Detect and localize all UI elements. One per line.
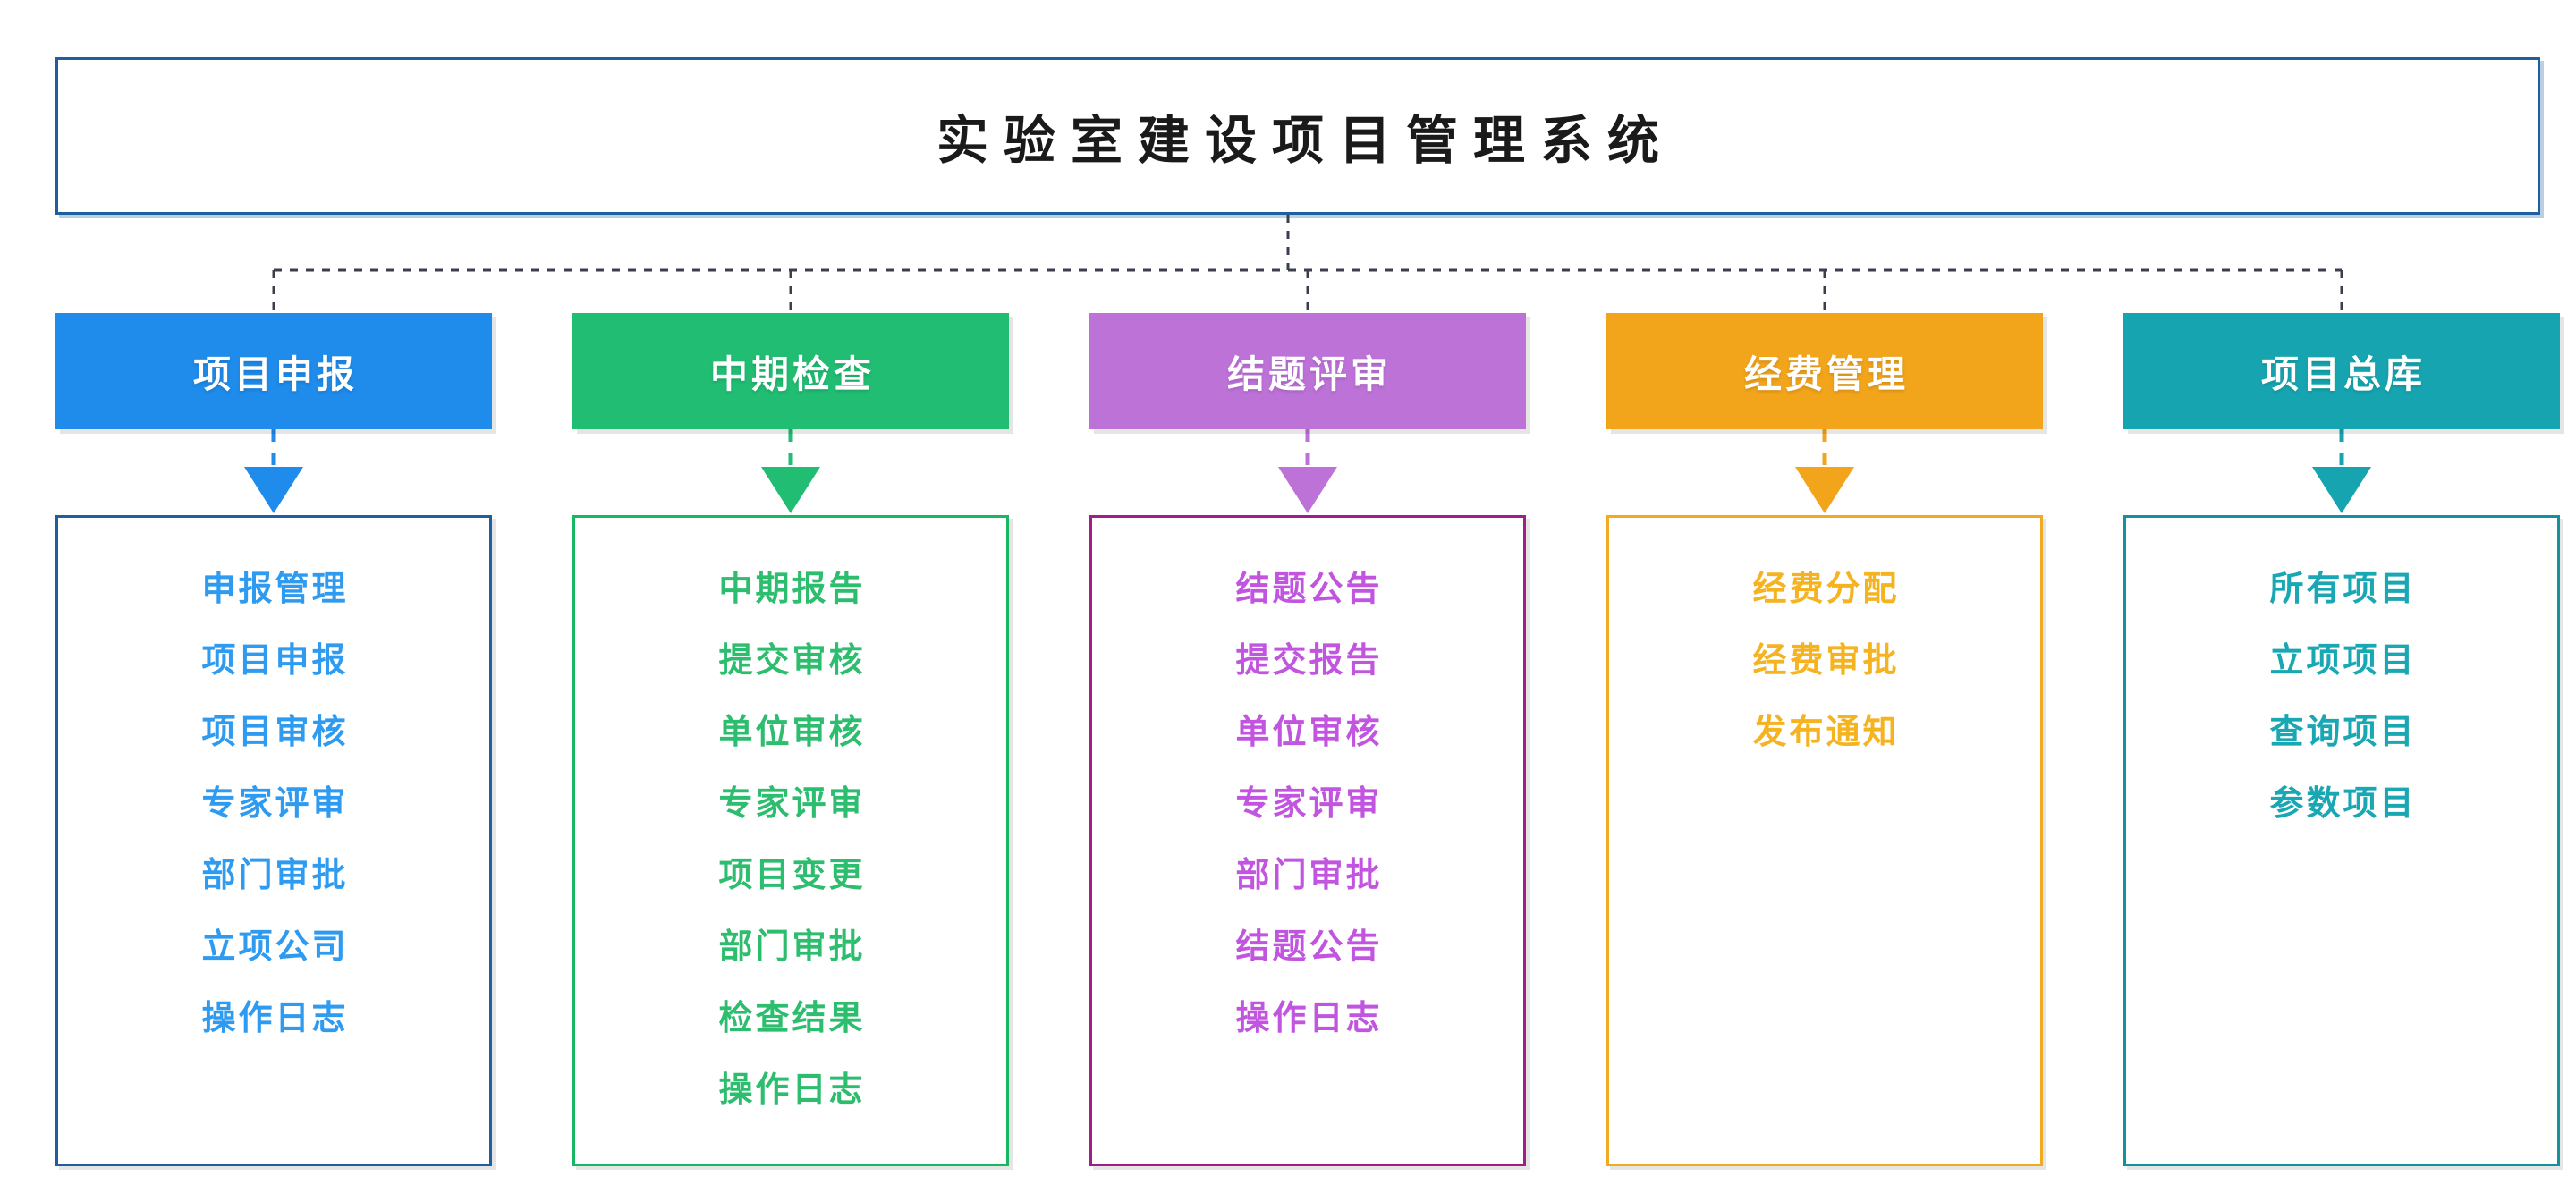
system-title-box: 实验室建设项目管理系统 — [55, 57, 2540, 215]
list-item[interactable]: 项目审核 — [201, 714, 349, 751]
list-item[interactable]: 单位审核 — [1235, 714, 1383, 751]
list-item[interactable]: 中期报告 — [718, 571, 866, 608]
list-item[interactable]: 项目申报 — [201, 642, 349, 680]
list-item[interactable]: 查询项目 — [2269, 714, 2417, 751]
list-item[interactable]: 项目变更 — [718, 857, 866, 894]
list-item[interactable]: 专家评审 — [201, 785, 349, 823]
category-header-label: 项目申报 — [192, 352, 358, 395]
menu-list-midterm-inspection: 中期报告提交审核单位审核专家评审项目变更部门审批检查结果操作日志 — [572, 515, 1009, 1166]
list-item[interactable]: 专家评审 — [718, 785, 866, 823]
menu-list-project-repository: 所有项目立项项目查询项目参数项目 — [2123, 515, 2560, 1166]
category-header-label: 经费管理 — [1743, 352, 1909, 395]
list-item[interactable]: 操作日志 — [201, 1000, 349, 1037]
menu-list-fund-management: 经费分配经费审批发布通知 — [1606, 515, 2043, 1166]
menu-list-project-declaration: 申报管理项目申报项目审核专家评审部门审批立项公司操作日志 — [55, 515, 492, 1166]
page-title: 实验室建设项目管理系统 — [936, 112, 1674, 170]
list-item[interactable]: 部门审批 — [718, 928, 866, 966]
category-header-project-declaration[interactable]: 项目申报 — [55, 313, 492, 429]
menu-list-conclusion-review: 结题公告提交报告单位审核专家评审部门审批结题公告操作日志 — [1089, 515, 1526, 1166]
list-item[interactable]: 参数项目 — [2269, 785, 2417, 823]
category-header-label: 项目总库 — [2260, 352, 2426, 395]
list-item[interactable]: 操作日志 — [1235, 1000, 1383, 1037]
category-header-label: 结题评审 — [1226, 352, 1392, 395]
category-header-project-repository[interactable]: 项目总库 — [2123, 313, 2560, 429]
list-item[interactable]: 专家评审 — [1235, 785, 1383, 823]
list-item[interactable]: 所有项目 — [2269, 571, 2417, 608]
list-item[interactable]: 提交审核 — [718, 642, 866, 680]
list-item[interactable]: 结题公告 — [1235, 571, 1383, 608]
list-item[interactable]: 经费分配 — [1752, 571, 1900, 608]
category-header-midterm-inspection[interactable]: 中期检查 — [572, 313, 1009, 429]
list-item[interactable]: 部门审批 — [1235, 857, 1383, 894]
list-item[interactable]: 操作日志 — [718, 1071, 866, 1109]
list-item[interactable]: 单位审核 — [718, 714, 866, 751]
list-item[interactable]: 经费审批 — [1752, 642, 1900, 680]
category-header-conclusion-review[interactable]: 结题评审 — [1089, 313, 1526, 429]
list-item[interactable]: 发布通知 — [1752, 714, 1900, 751]
category-header-fund-management[interactable]: 经费管理 — [1606, 313, 2043, 429]
list-item[interactable]: 立项项目 — [2269, 642, 2417, 680]
list-item[interactable]: 立项公司 — [201, 928, 349, 966]
list-item[interactable]: 申报管理 — [201, 571, 349, 608]
list-item[interactable]: 提交报告 — [1235, 642, 1383, 680]
list-item[interactable]: 检查结果 — [718, 1000, 866, 1037]
list-item[interactable]: 结题公告 — [1235, 928, 1383, 966]
list-item[interactable]: 部门审批 — [201, 857, 349, 894]
category-header-label: 中期检查 — [709, 352, 875, 395]
